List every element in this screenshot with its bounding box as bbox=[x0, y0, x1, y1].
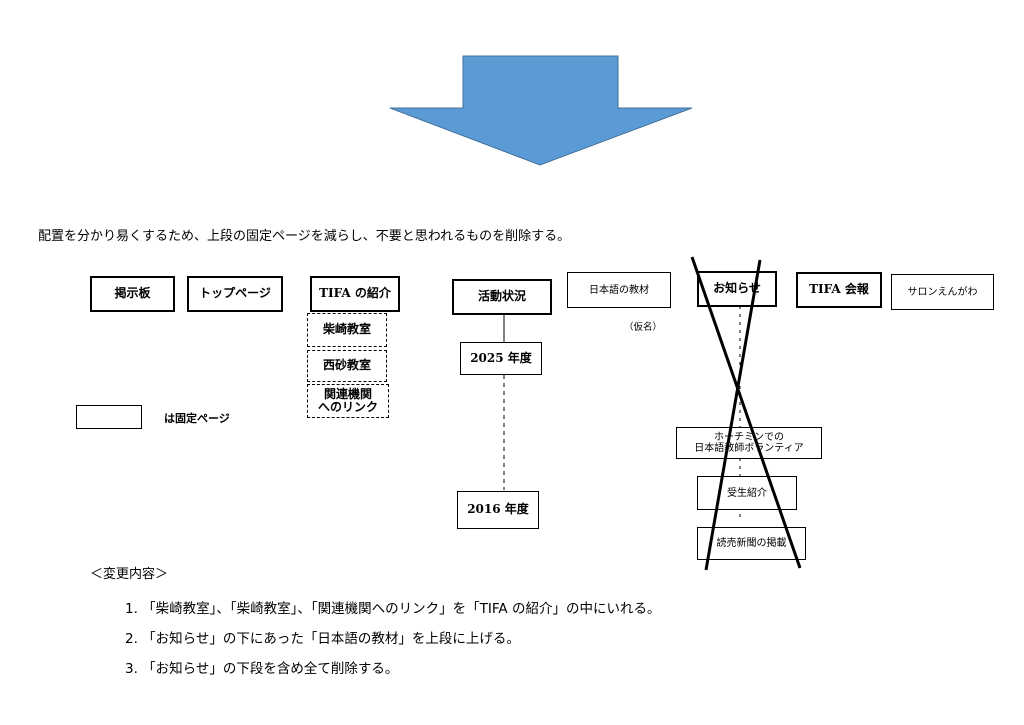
box-year-2025: 2025 年度 bbox=[460, 342, 542, 375]
changes-title: ＜変更内容＞ bbox=[90, 567, 169, 582]
change-item-1: 1. 「柴崎教室」、「柴崎教室」、「関連機関へのリンク」を「TIFA の紹介」の… bbox=[125, 601, 661, 617]
box-top-page: トップページ bbox=[187, 276, 283, 312]
kamei-label: （仮名） bbox=[624, 322, 663, 333]
box-bbs: 掲示板 bbox=[90, 276, 175, 312]
box-nihongo-kyozai: 日本語の教材 bbox=[567, 272, 671, 308]
box-oshirase: お知らせ bbox=[697, 271, 777, 307]
box-kanren: 関連機関 へのリンク bbox=[307, 384, 389, 418]
box-salon: サロンえんがわ bbox=[891, 274, 994, 310]
legend-swatch bbox=[76, 405, 142, 429]
box-katsudo: 活動状況 bbox=[452, 279, 552, 315]
box-nishisuna: 西砂教室 bbox=[307, 350, 387, 382]
box-jusho: 受生紹介 bbox=[697, 476, 797, 510]
change-item-2: 2. 「お知らせ」の下にあった「日本語の教材」を上段に上げる。 bbox=[125, 631, 520, 647]
box-shibasaki: 柴崎教室 bbox=[307, 313, 387, 347]
intro-text: 配置を分かり易くするため、上段の固定ページを減らし、不要と思われるものを削除する… bbox=[38, 229, 571, 244]
box-tifa-intro: TIFA の紹介 bbox=[310, 276, 400, 312]
kanren-line1: 関連機関 bbox=[323, 386, 372, 401]
legend-label: は固定ページ bbox=[164, 412, 230, 425]
hochiminh-line2: 日本語教師ボランティア bbox=[694, 443, 804, 454]
down-arrow-icon bbox=[389, 55, 693, 166]
kanren-line2: へのリンク bbox=[317, 400, 378, 414]
box-hochiminh: ホーチミンでの 日本語教師ボランティア bbox=[676, 427, 822, 459]
box-year-2016: 2016 年度 bbox=[457, 491, 539, 529]
box-kaiho: TIFA 会報 bbox=[796, 272, 882, 308]
change-item-3: 3. 「お知らせ」の下段を含め全て削除する。 bbox=[125, 661, 399, 677]
hochiminh-line1: ホーチミンでの bbox=[714, 432, 784, 443]
